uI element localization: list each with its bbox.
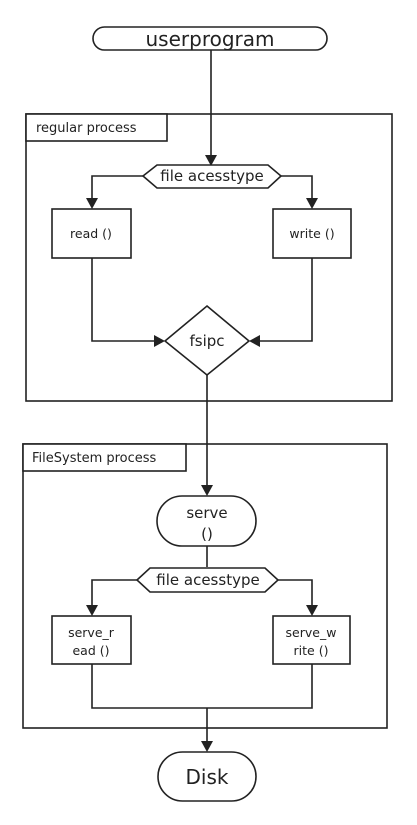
arrow-head (201, 485, 213, 496)
node-serve-read: serve_r ead () (51, 615, 132, 665)
arrow-head (306, 198, 318, 209)
arrow-head (154, 335, 165, 347)
edge-access-type-to-serve-write (277, 579, 313, 607)
read-label: read () (70, 226, 112, 241)
node-access-type-1: file acesstype (141, 164, 283, 189)
node-read: read () (51, 208, 132, 259)
serve-label-line2: () (201, 525, 213, 543)
serve-write-label-line1: serve_w (286, 625, 337, 640)
regular-process-tab (25, 113, 168, 142)
edges (86, 50, 318, 752)
arrow-head (86, 198, 98, 209)
edge-access-type-to-write (280, 175, 313, 200)
regular-process-label: regular process (36, 121, 137, 136)
serve-write-label-line2: rite () (294, 643, 329, 658)
node-write: write () (272, 208, 352, 259)
filesystem-process-label: FileSystem process (32, 451, 157, 466)
edge-access-type-to-read (91, 175, 144, 200)
arrow-head (306, 605, 318, 616)
edge-access-type-to-serve-read (91, 579, 137, 607)
access-type-2-label: file acesstype (156, 571, 259, 589)
node-access-type-2: file acesstype (135, 567, 280, 593)
write-label: write () (289, 226, 334, 241)
node-serve-write: serve_w rite () (272, 615, 351, 665)
node-fsipc: fsipc (163, 304, 251, 377)
edge-serve-ops-merge (91, 664, 313, 709)
arrow-head (201, 741, 213, 752)
arrow-head (86, 605, 98, 616)
node-userprogram: userprogram (92, 26, 328, 51)
node-serve: serve () (156, 495, 257, 547)
edge-write-to-fsipc (258, 258, 313, 342)
serve-read-label-line1: serve_r (68, 625, 115, 640)
fsipc-label: fsipc (189, 332, 224, 350)
arrow-head (249, 335, 260, 347)
disk-label: Disk (186, 765, 229, 789)
filesystem-process-tab (22, 443, 187, 472)
serve-label-line1: serve (186, 504, 227, 522)
access-type-1-label: file acesstype (160, 167, 263, 185)
userprogram-label: userprogram (146, 27, 275, 51)
edge-read-to-fsipc (91, 258, 156, 342)
arrow-head (205, 155, 217, 166)
node-disk: Disk (157, 751, 257, 802)
serve-read-label-line2: ead () (72, 643, 109, 658)
